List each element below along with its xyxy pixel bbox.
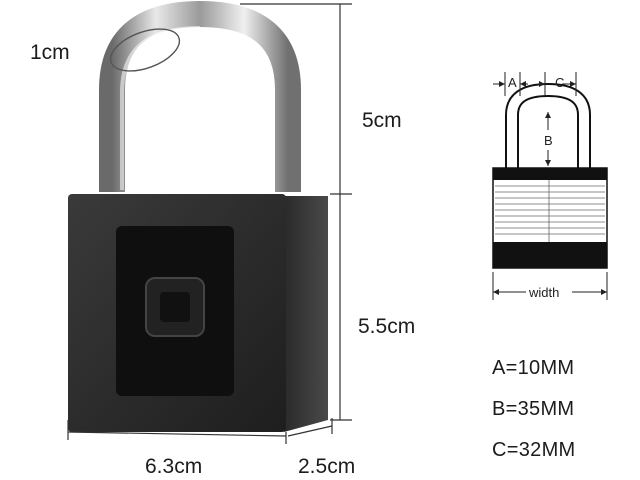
shackle	[99, 0, 301, 192]
shackle-diameter-label: 1cm	[30, 41, 70, 64]
spec-b: B=35MM	[492, 398, 575, 420]
schematic-label-a: A	[508, 75, 517, 90]
spec-a: A=10MM	[492, 357, 575, 379]
body-width-dimension	[67, 420, 287, 444]
shackle-height-dimension	[240, 3, 352, 195]
body-height-dimension	[330, 194, 352, 421]
schematic-label-b: B	[544, 133, 553, 148]
lock-body	[68, 194, 328, 432]
body-width-label: 6.3cm	[145, 455, 203, 478]
schematic-label-c: C	[555, 75, 565, 90]
body-depth-dimension	[287, 418, 333, 437]
schematic-label-width: width	[529, 285, 560, 300]
shackle-diameter-marker	[109, 28, 181, 72]
body-depth-label: 2.5cm	[298, 455, 356, 478]
schematic-padlock	[492, 72, 608, 300]
spec-c: C=32MM	[492, 439, 576, 461]
shackle-height-label: 5cm	[362, 109, 402, 132]
body-height-label: 5.5cm	[358, 315, 416, 338]
